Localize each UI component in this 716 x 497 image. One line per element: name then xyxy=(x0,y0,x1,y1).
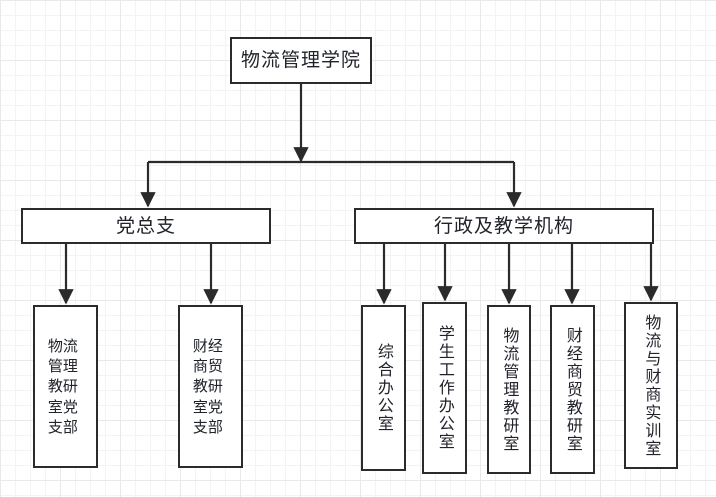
node-party[interactable]: 党总支 xyxy=(21,208,271,244)
node-admin[interactable]: 行政及教学机构 xyxy=(354,208,654,244)
node-logistics-teaching-party-branch[interactable]: 物流管理教研室党支部 xyxy=(33,305,98,468)
node-root[interactable]: 物流管理学院 xyxy=(230,37,372,84)
node-general-office[interactable]: 综合办公室 xyxy=(361,305,406,471)
node-finance-trade-teaching-party-branch[interactable]: 财经商贸教研室党支部 xyxy=(178,305,243,468)
node-leaf-2-label: 财经商贸教研室党支部 xyxy=(192,336,223,437)
node-leaf-4-label: 学生工作办公室 xyxy=(435,325,455,451)
node-leaf-7-label: 物流与财商实训室 xyxy=(642,313,662,458)
node-root-label: 物流管理学院 xyxy=(240,49,361,72)
node-leaf-1-label: 物流管理教研室党支部 xyxy=(47,336,78,437)
node-leaf-5-label: 物流管理教研室 xyxy=(500,326,520,453)
node-logistics-finance-training-room[interactable]: 物流与财商实训室 xyxy=(624,302,678,469)
node-student-affairs-office[interactable]: 学生工作办公室 xyxy=(422,302,467,474)
node-party-label: 党总支 xyxy=(115,214,176,237)
node-leaf-6-label: 财经商贸教研室 xyxy=(563,326,583,453)
node-admin-label: 行政及教学机构 xyxy=(433,214,574,237)
node-logistics-teaching-office[interactable]: 物流管理教研室 xyxy=(487,305,531,474)
node-finance-trade-teaching-office[interactable]: 财经商贸教研室 xyxy=(550,305,595,474)
node-leaf-3-label: 综合办公室 xyxy=(374,343,394,433)
